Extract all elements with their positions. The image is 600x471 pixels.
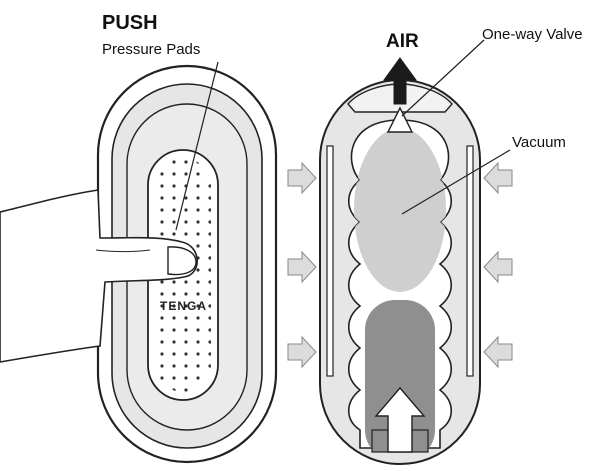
right-arrow-icon-3 — [483, 335, 513, 369]
finger-crease — [95, 249, 151, 252]
left-arrow-icon-2 — [287, 250, 317, 284]
push-label: PUSH — [102, 12, 158, 34]
right-device — [319, 39, 511, 465]
pressure-arrows — [287, 161, 513, 369]
pressure-pads-label: Pressure Pads — [102, 41, 201, 58]
pressure-pads-leader — [175, 61, 219, 231]
vacuum-region — [354, 128, 446, 292]
right-arrow-icon-1 — [483, 161, 513, 195]
air-label: AIR — [386, 31, 419, 52]
right-side-slot — [466, 145, 474, 377]
fingernail-icon — [167, 246, 197, 276]
vacuum-label: Vacuum — [512, 134, 566, 151]
left-arrow-icon-3 — [287, 335, 317, 369]
valve-spike — [386, 106, 414, 133]
left-side-slot — [326, 145, 334, 377]
left-arrow-icon-1 — [287, 161, 317, 195]
valve-leader — [401, 39, 485, 117]
lower-dark-region — [365, 300, 435, 448]
right-arrow-icon-2 — [483, 250, 513, 284]
one-way-valve-label: One-way Valve — [482, 26, 583, 43]
brand-logo-text: TENGA — [160, 299, 207, 313]
air-arrow-icon — [383, 57, 417, 105]
vacuum-leader — [401, 149, 511, 215]
hand-icon — [0, 189, 198, 363]
left-device — [0, 61, 278, 464]
insertion-arrow-icon — [374, 386, 426, 453]
